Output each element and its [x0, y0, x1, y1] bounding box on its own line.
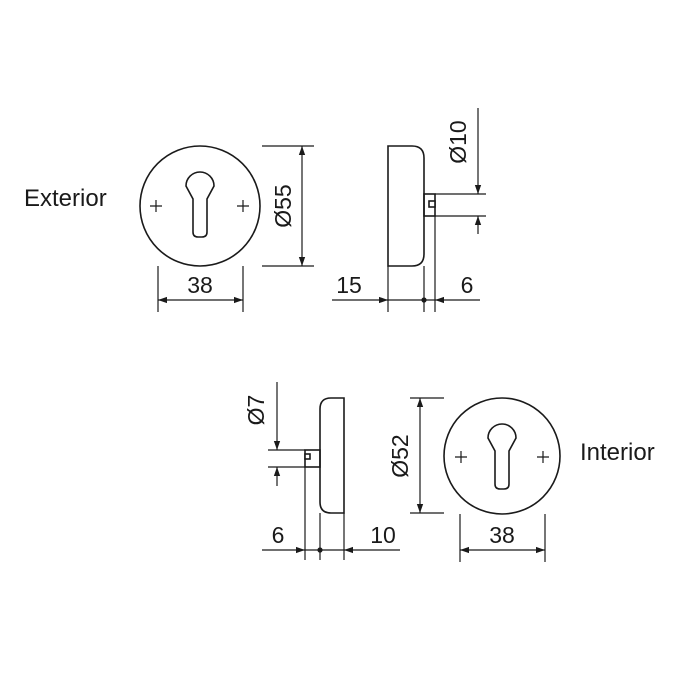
exterior-depth-dot	[421, 297, 427, 303]
exterior-label: Exterior	[24, 185, 107, 212]
exterior-pin-length-value: 6	[461, 272, 474, 298]
interior-depth-value: 10	[370, 522, 396, 548]
interior-width-value: 38	[489, 522, 515, 548]
interior-screw-right-icon	[537, 451, 549, 463]
interior-pin-hole	[304, 453, 311, 460]
interior-diameter-value: Ø52	[387, 434, 413, 477]
interior-rosette-outline	[443, 397, 561, 515]
exterior-screw-left-icon	[150, 200, 162, 212]
interior-side-view: Ø7 6 10	[243, 382, 400, 560]
exterior-front-view: Exterior 38 Ø55	[24, 145, 314, 312]
interior-cylinder-cutout	[487, 423, 517, 490]
exterior-pin-diameter-value: Ø10	[445, 120, 471, 163]
interior-pin-length-value: 6	[272, 522, 285, 548]
interior-pin-diameter-value: Ø7	[243, 395, 269, 426]
interior-front-view: Ø52 Interior 38	[387, 397, 655, 562]
exterior-cylinder-cutout	[185, 171, 215, 238]
interior-screw-left-icon	[455, 451, 467, 463]
exterior-width-value: 38	[187, 272, 213, 298]
exterior-depth-value: 15	[336, 272, 362, 298]
exterior-screw-right-icon	[237, 200, 249, 212]
interior-rosette-body	[319, 397, 345, 514]
exterior-rosette-outline	[139, 145, 261, 267]
interior-depth-dot	[317, 547, 323, 553]
exterior-rosette-body	[387, 145, 425, 267]
interior-label: Interior	[580, 439, 655, 466]
exterior-side-view: Ø10 15 6	[332, 108, 486, 312]
exterior-diameter-value: Ø55	[270, 184, 296, 227]
exterior-pin-hole	[428, 200, 436, 208]
